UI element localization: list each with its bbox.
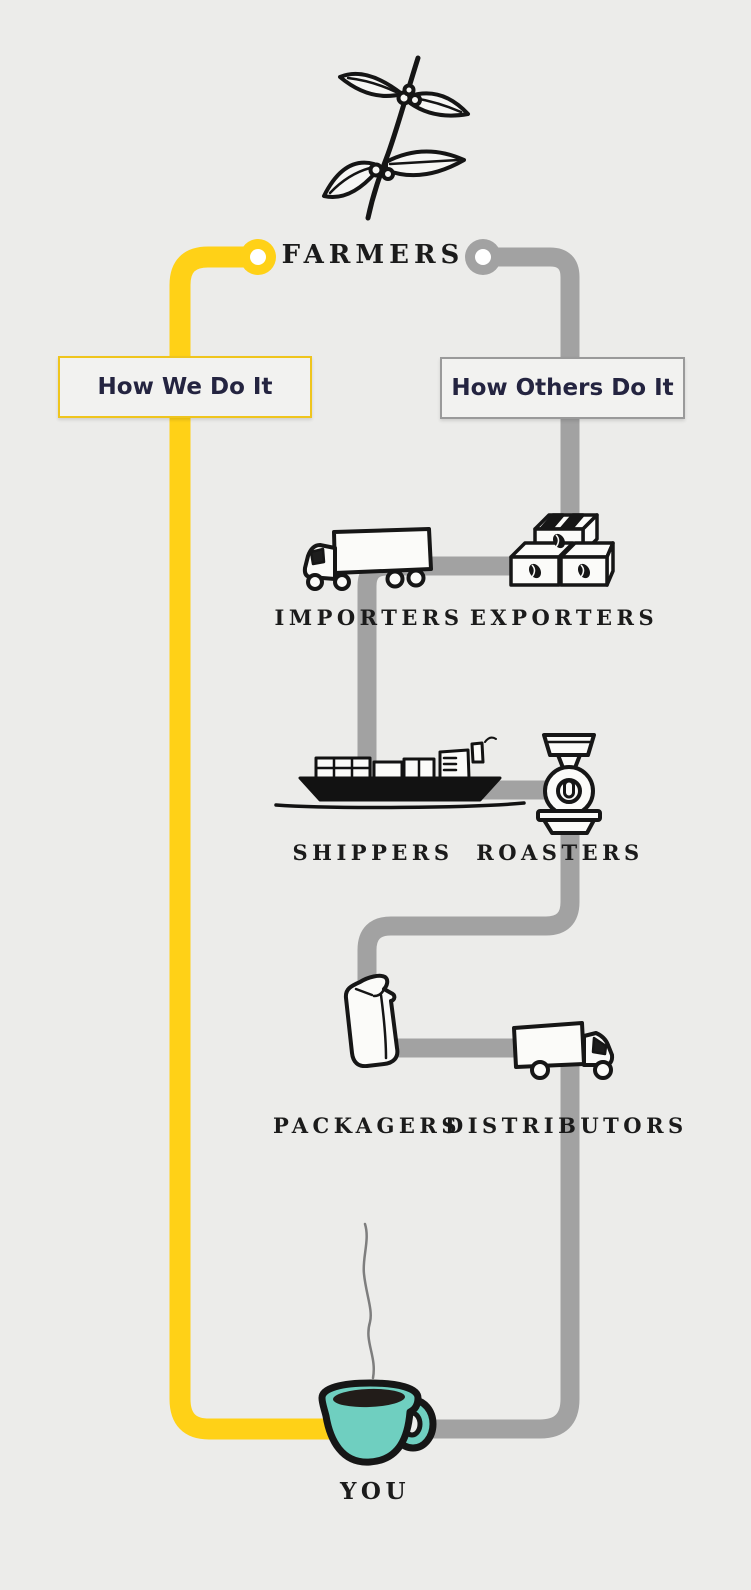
- how-we-do-it-box: How We Do It: [58, 356, 312, 418]
- delivery-truck-icon: [512, 1021, 615, 1080]
- farmers-label: FARMERS: [281, 240, 465, 270]
- coffee-roaster-icon: [536, 733, 602, 835]
- how-others-do-it-label: How Others Do It: [451, 375, 674, 401]
- how-we-do-it-label: How We Do It: [97, 374, 273, 400]
- coffee-bag-icon: [343, 973, 400, 1068]
- coffee-plant-icon: [322, 55, 470, 221]
- semi-truck-icon: [302, 527, 433, 591]
- coffee-cup-icon: [318, 1379, 437, 1466]
- how-others-do-it-box: How Others Do It: [440, 357, 685, 419]
- importers-label: IMPORTERS: [274, 605, 464, 630]
- theirs-origin-ring: [465, 239, 501, 275]
- you-label: YOU: [339, 1478, 410, 1505]
- exporters-label: EXPORTERS: [469, 605, 659, 630]
- packagers-label: PACKAGERS: [272, 1113, 462, 1138]
- roasters-label: ROASTERS: [476, 840, 644, 865]
- shippers-label: SHIPPERS: [292, 840, 454, 865]
- cargo-ship-icon: [274, 736, 526, 810]
- distributors-label: DISTRIBUTORS: [445, 1113, 688, 1138]
- coffee-crates-icon: [509, 513, 615, 587]
- steam-icon: [362, 1222, 376, 1380]
- ours-route-line: [169, 246, 345, 1440]
- ours-origin-ring: [240, 239, 276, 275]
